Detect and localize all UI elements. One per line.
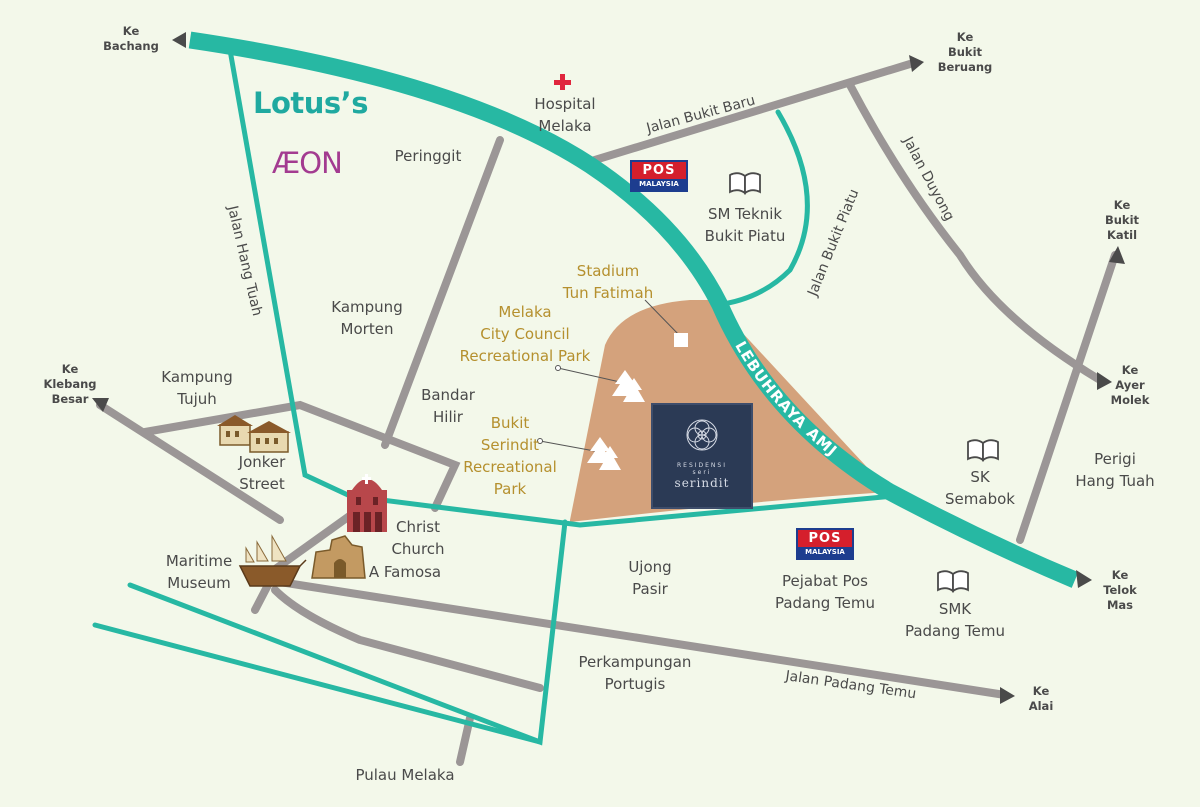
road-bukit-piatu-loop (713, 109, 810, 308)
arrow-klebang (92, 398, 109, 412)
a-famosa-icon (311, 535, 366, 579)
jonker-street-houses-icon (217, 415, 291, 453)
dir-ayer-molek: Ke Ayer Molek (1110, 363, 1150, 407)
dir-klebang-besar: Ke Klebang Besar (43, 362, 97, 406)
arrow-telok-mas (1076, 570, 1092, 588)
hospital-cross-icon (554, 74, 571, 90)
book-icon-smk (937, 570, 969, 593)
label-jalan-bukit-piatu: Jalan Bukit Piatu (804, 187, 862, 300)
arrow-bachang (172, 32, 186, 48)
road-maritime-south (251, 581, 272, 614)
label-hospital-melaka: Hospital Melaka (534, 95, 596, 135)
road-kampung-tujuh (141, 400, 461, 512)
label-peringgit: Peringgit (394, 147, 462, 165)
label-maritime-museum: Maritime Museum (165, 552, 233, 592)
logo-serindit: serindit (674, 476, 730, 490)
road-portugis-loop (271, 586, 544, 692)
label-jonker-street: Jonker Street (238, 453, 286, 493)
stadium-marker (674, 333, 688, 347)
label-ujong-pasir: Ujong Pasir (628, 558, 672, 598)
road-jalan-padang-temu (276, 578, 1009, 699)
book-icon-sk-semabok (967, 439, 999, 462)
label-pejabat-pos: Pejabat Pos Padang Temu (774, 572, 876, 612)
tree-icon (587, 370, 645, 470)
dir-telok-mas: Ke Telok Mas (1103, 568, 1137, 612)
label-bandar-hilir: Bandar Hilir (421, 386, 475, 426)
label-pulau-melaka: Pulau Melaka (355, 766, 455, 784)
label-smk-padang-temu: SMK Padang Temu (904, 600, 1006, 640)
label-christ-church: Christ Church (391, 518, 445, 558)
label-city-council-park: Melaka City Council Recreational Park (459, 303, 591, 365)
label-perkampungan-portugis: Perkampungan Portugis (578, 653, 692, 693)
label-kampung-tujuh: Kampung Tujuh (161, 368, 233, 408)
dir-bukit-katil: Ke Bukit Katil (1104, 198, 1140, 242)
maritime-museum-ship-icon (238, 534, 307, 587)
arrow-bukit-katil (1109, 246, 1125, 264)
highway-amj (188, 31, 1079, 588)
arrow-ayer-molek (1097, 372, 1112, 390)
christ-church-icon (347, 474, 387, 532)
road-bandar-hilir (381, 136, 504, 449)
dir-alai: Ke Alai (1028, 684, 1054, 713)
dir-bukit-beruang: Ke Bukit Beruang (937, 30, 993, 74)
label-sm-teknik: SM Teknik Bukit Piatu (704, 205, 786, 245)
aeon-logo: ÆON (272, 146, 343, 180)
road-jalan-bukit-baru (581, 60, 914, 167)
road-coastal (92, 622, 543, 745)
road-perigi-hang-tuah (1016, 251, 1119, 544)
label-a-famosa: A Famosa (368, 563, 442, 581)
dir-bachang: Ke Bachang (103, 24, 159, 53)
arrow-alai (1000, 687, 1015, 704)
lotus-logo: Lotus’s (253, 86, 368, 120)
label-stadium-tun-fatimah: Stadium Tun Fatimah (562, 262, 654, 302)
logo-seri: seri (692, 469, 712, 476)
book-icon-sm-teknik (729, 172, 761, 195)
logo-residensi: RESIDENSI (676, 462, 727, 469)
label-sk-semabok: SK Semabok (945, 468, 1015, 508)
label-kampung-morten: Kampung Morten (331, 298, 403, 338)
label-perigi-hang-tuah: Perigi Hang Tuah (1075, 450, 1155, 490)
seri-serindit-logo: RESIDENSI seri serindit (651, 403, 753, 509)
flower-icon (686, 419, 718, 451)
road-klebang (96, 401, 284, 524)
label-bukit-serindit-park: Bukit Serindit Recreational Park (463, 414, 557, 498)
road-jalan-duyong (846, 81, 1104, 384)
arrow-bukit-beruang (909, 55, 924, 72)
